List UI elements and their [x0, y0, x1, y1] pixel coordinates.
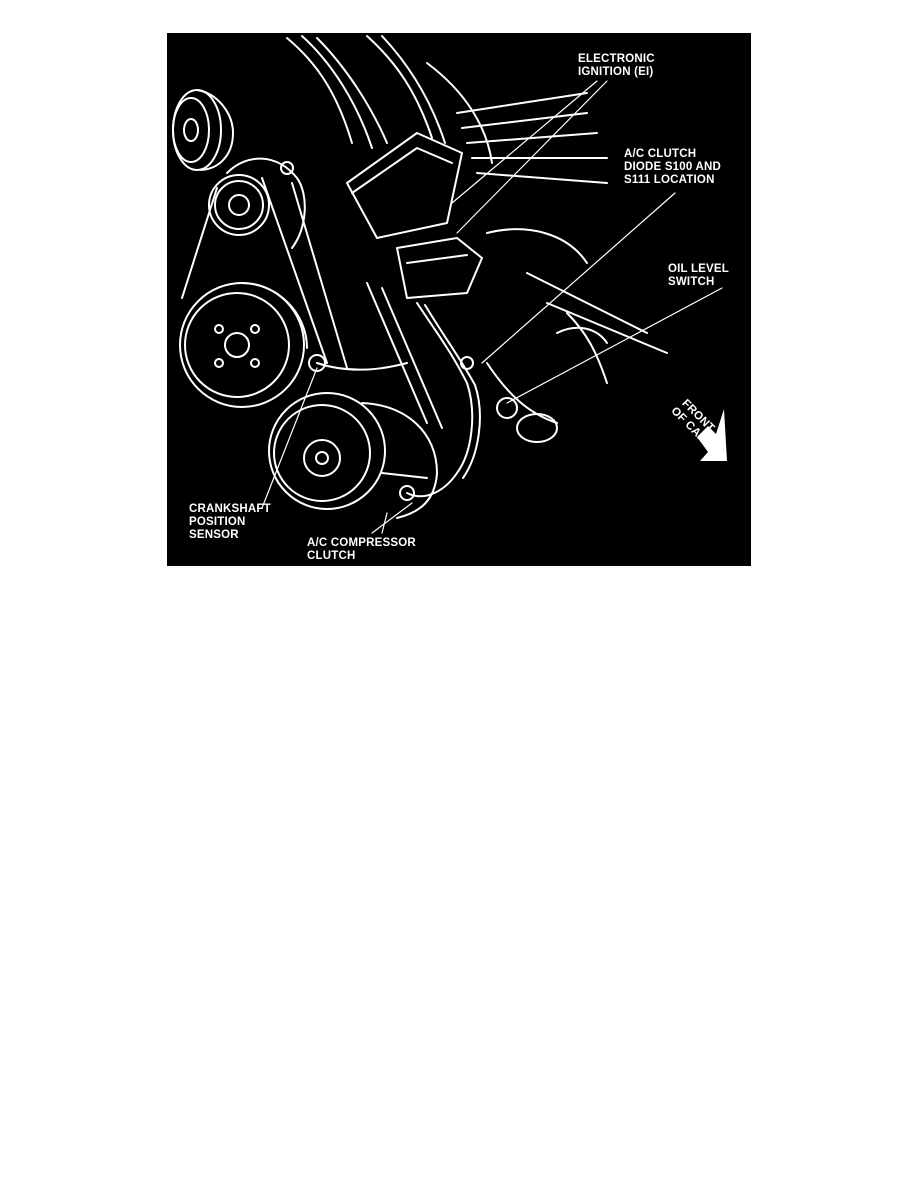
engine-block [486, 326, 608, 443]
label-line: POSITION [189, 516, 246, 528]
label-line: DIODE S100 AND [624, 161, 721, 173]
crankshaft-pulley [179, 282, 308, 408]
label-electronic-ignition: ELECTRONIC IGNITION (EI) [578, 53, 655, 79]
label-crankshaft-position-sensor: CRANKSHAFT POSITION SENSOR [189, 503, 271, 542]
label-line: SWITCH [668, 276, 715, 288]
cylinder-head [456, 92, 668, 384]
idler-pulley [172, 89, 234, 171]
engine-illustration [172, 35, 723, 534]
leader-lines [261, 80, 723, 534]
label-line: CRANKSHAFT [189, 503, 271, 515]
label-line: A/C COMPRESSOR [307, 537, 416, 549]
label-line: A/C CLUTCH [624, 148, 697, 160]
label-line: OIL LEVEL [668, 263, 730, 275]
label-line: S111 LOCATION [624, 174, 715, 186]
arrow-down-right-icon [697, 409, 727, 461]
engine-diagram: ELECTRONIC IGNITION (EI) A/C CLUTCH DIOD… [167, 33, 751, 566]
label-line: CLUTCH [307, 550, 356, 562]
wiring-harness [308, 302, 518, 501]
power-steering-pulley [208, 157, 306, 249]
drive-belt [181, 177, 443, 429]
ignition-module [346, 132, 483, 299]
label-line: ELECTRONIC [578, 53, 655, 65]
label-ac-compressor-clutch: A/C COMPRESSOR CLUTCH [307, 537, 416, 563]
label-line: IGNITION (EI) [578, 66, 654, 78]
label-oil-level-switch: OIL LEVEL SWITCH [668, 263, 729, 289]
spark-plug-wires [286, 35, 493, 164]
label-line: SENSOR [189, 529, 239, 541]
label-ac-clutch-diode: A/C CLUTCH DIODE S100 AND S111 LOCATION [624, 148, 721, 187]
ac-compressor-pulley [268, 392, 438, 519]
front-of-car-indicator: FRONT OF CAR [645, 393, 740, 473]
